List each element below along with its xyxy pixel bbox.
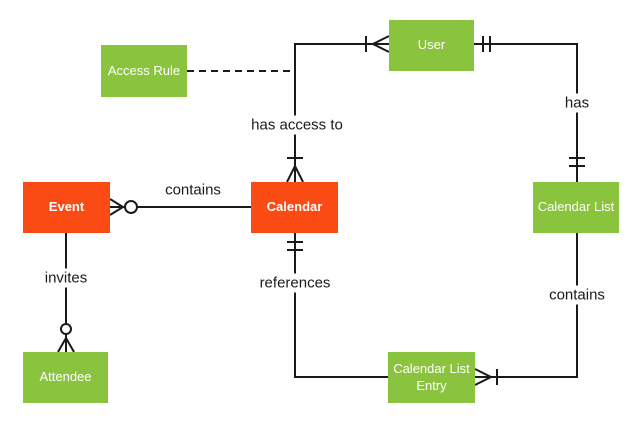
crows-foot-many-icon — [57, 335, 75, 353]
entity-calendar-list-entry[interactable]: Calendar List Entry — [388, 352, 475, 403]
entity-calendar[interactable]: Calendar — [251, 182, 338, 233]
entity-label: Attendee — [39, 369, 92, 385]
entity-attendee[interactable]: Attendee — [23, 352, 108, 403]
crows-foot-many-icon — [286, 163, 304, 183]
connector-references — [287, 233, 388, 378]
crows-foot-many-icon — [109, 198, 125, 216]
connector-contains-entries — [474, 233, 578, 386]
entity-label: Event — [48, 199, 85, 215]
entity-event[interactable]: Event — [23, 182, 110, 233]
connector-line — [294, 233, 388, 378]
connector-invites — [57, 233, 75, 353]
cardinality-zero-circle — [60, 323, 72, 335]
cardinality-exactly-one-bars — [482, 36, 491, 52]
connector-has — [474, 36, 585, 182]
entity-user[interactable]: User — [389, 20, 474, 71]
entity-label: Calendar List — [537, 199, 615, 215]
connector-line — [474, 43, 578, 182]
crows-foot-many-icon — [370, 35, 390, 53]
crows-foot-many-icon — [474, 368, 494, 386]
relation-label-references: references — [254, 273, 336, 293]
relation-label-has: has — [559, 93, 595, 113]
cardinality-exactly-one-bars — [287, 241, 303, 251]
entity-label: Calendar List Entry — [393, 360, 470, 393]
connector-line — [475, 233, 578, 378]
cardinality-zero-circle — [124, 200, 138, 214]
connector-has-access-to — [286, 35, 390, 183]
cardinality-exactly-one-bars — [569, 157, 585, 167]
entity-calendar-list[interactable]: Calendar List — [533, 182, 619, 233]
relation-label-invites: invites — [39, 268, 93, 288]
relation-label-has-access-to: has access to — [246, 115, 348, 135]
connector-line — [294, 43, 389, 182]
entity-access-rule[interactable]: Access Rule — [101, 45, 187, 97]
relation-label-contains-events: contains — [160, 180, 226, 200]
entity-label: User — [417, 37, 446, 53]
connector-contains-events — [109, 198, 251, 216]
relation-label-contains-entries: contains — [544, 285, 610, 305]
entity-label: Calendar — [266, 199, 323, 215]
entity-label: Access Rule — [107, 62, 181, 78]
